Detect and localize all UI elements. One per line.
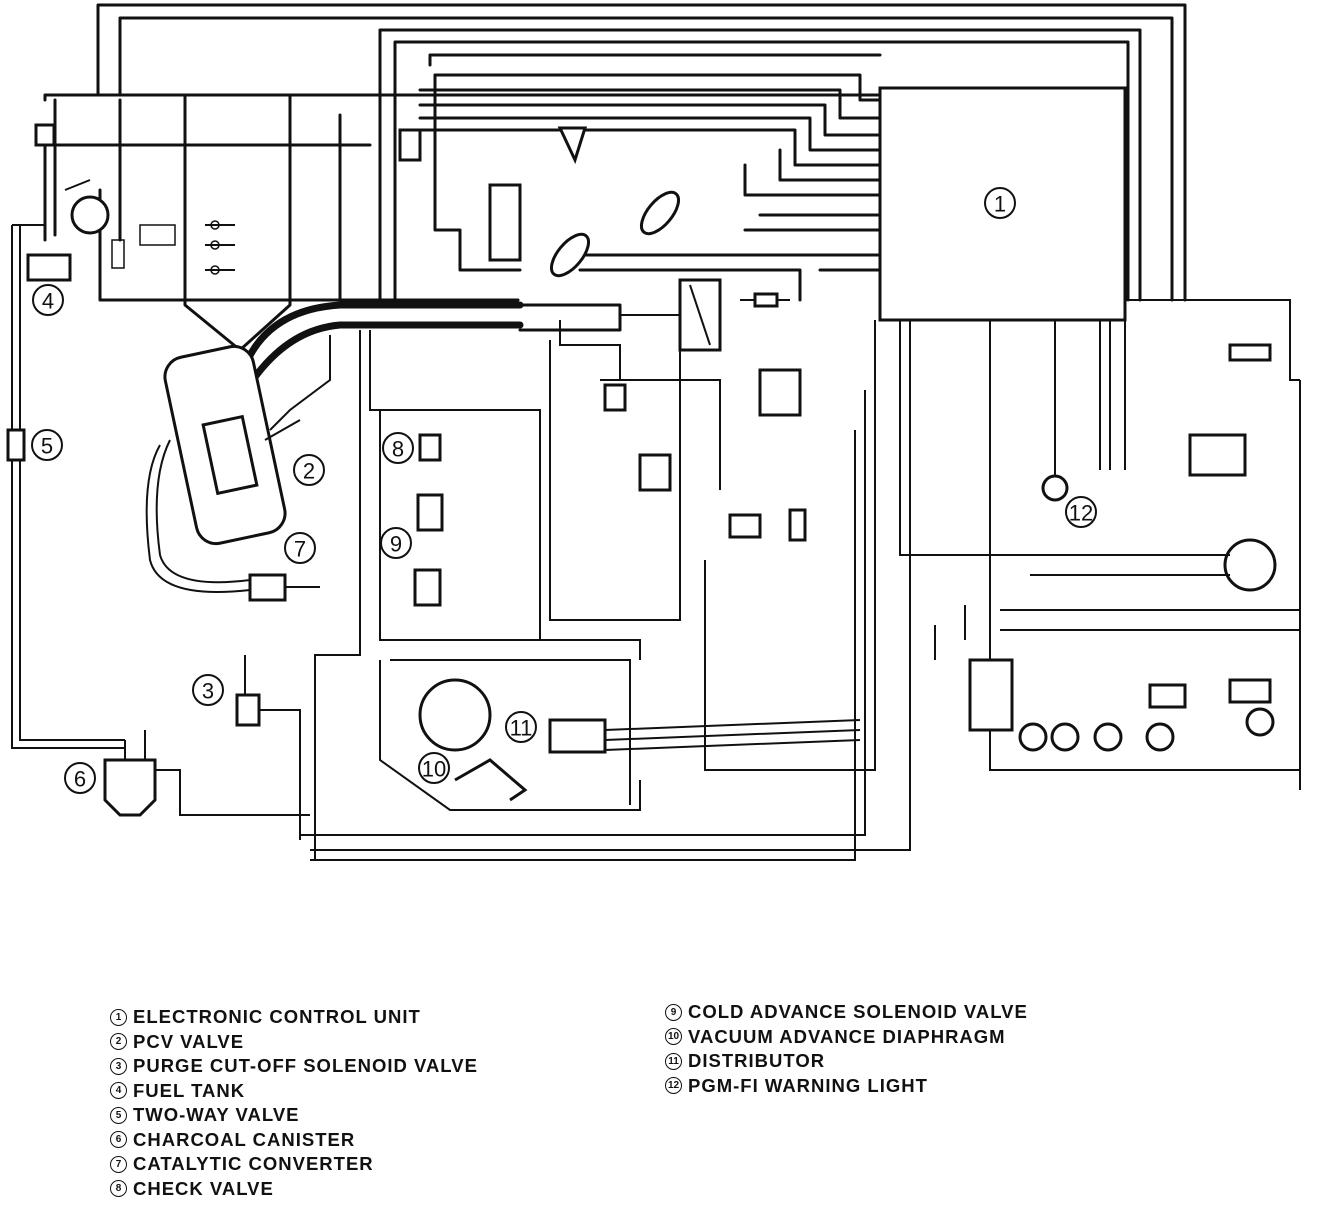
callout-10: 10 bbox=[418, 752, 450, 784]
svg-text:2: 2 bbox=[303, 459, 315, 484]
legend-label: CHECK VALVE bbox=[133, 1177, 274, 1199]
charcoal-canister bbox=[103, 730, 310, 817]
legend-label: CHARCOAL CANISTER bbox=[133, 1128, 356, 1150]
legend-label: PCV VALVE bbox=[133, 1030, 245, 1052]
legend-label: ELECTRONIC CONTROL UNIT bbox=[133, 1006, 421, 1027]
legend-item: 3 PURGE CUT-OFF SOLENOID VALVE bbox=[110, 1054, 478, 1079]
legend-item: 10 VACUUM ADVANCE DIAPHRAGM bbox=[665, 1025, 1028, 1050]
legend-label: PURGE CUT-OFF SOLENOID VALVE bbox=[133, 1055, 478, 1076]
callout-1: 1 bbox=[984, 187, 1016, 219]
svg-text:4: 4 bbox=[42, 289, 54, 314]
legend-number: 7 bbox=[110, 1155, 127, 1173]
callout-9: 9 bbox=[380, 527, 412, 559]
legend-item: 6 CHARCOAL CANISTER bbox=[110, 1128, 478, 1153]
intake-manifold bbox=[183, 93, 292, 352]
intake-duct bbox=[236, 278, 790, 404]
legend-number: 6 bbox=[110, 1131, 127, 1149]
legend-label: COLD ADVANCE SOLENOID VALVE bbox=[688, 1001, 1028, 1022]
legend-number: 5 bbox=[110, 1106, 127, 1124]
legend-item: 7 CATALYTIC CONVERTER bbox=[110, 1152, 478, 1177]
svg-text:10: 10 bbox=[422, 757, 446, 782]
legend-item: 8 CHECK VALVE bbox=[110, 1177, 478, 1202]
svg-text:3: 3 bbox=[202, 679, 214, 704]
legend-label: CATALYTIC CONVERTER bbox=[133, 1153, 374, 1174]
engine-block bbox=[145, 335, 331, 602]
legend-number: 11 bbox=[665, 1052, 682, 1070]
svg-text:7: 7 bbox=[294, 537, 306, 562]
callout-3: 3 bbox=[192, 674, 224, 706]
legend-item: 12 PGM-FI WARNING LIGHT bbox=[665, 1074, 1028, 1099]
throttle-sensors bbox=[549, 190, 681, 278]
svg-text:5: 5 bbox=[41, 434, 53, 459]
callout-8: 8 bbox=[382, 432, 414, 464]
legend-label: PGM-FI WARNING LIGHT bbox=[688, 1074, 928, 1096]
callout-6: 6 bbox=[64, 762, 96, 794]
electrical-circuit bbox=[300, 126, 1301, 861]
emission-control-schematic: 1 2 3 4 5 6 7 8 9 10 11 12 bbox=[6, 3, 1301, 861]
callout-7: 7 bbox=[284, 532, 316, 564]
fuel-tank-assembly bbox=[6, 123, 176, 749]
vacuum-lines bbox=[235, 320, 721, 860]
svg-text:6: 6 bbox=[74, 767, 86, 792]
distributor bbox=[418, 678, 861, 802]
wire-harness bbox=[43, 3, 1187, 302]
callout-2: 2 bbox=[293, 454, 325, 486]
svg-text:1: 1 bbox=[994, 192, 1006, 217]
callout-4: 4 bbox=[32, 284, 64, 316]
legend-label: TWO-WAY VALVE bbox=[133, 1104, 300, 1125]
legend-item: 2 PCV VALVE bbox=[110, 1030, 478, 1055]
legend-number: 10 bbox=[665, 1028, 682, 1046]
svg-text:11: 11 bbox=[510, 716, 533, 741]
legend-item: 1 ELECTRONIC CONTROL UNIT bbox=[110, 1005, 478, 1030]
legend-number: 3 bbox=[110, 1057, 127, 1075]
svg-text:9: 9 bbox=[390, 532, 402, 557]
legend-item: 5 TWO-WAY VALVE bbox=[110, 1103, 478, 1128]
legend-item: 4 FUEL TANK bbox=[110, 1079, 478, 1104]
legend-number: 8 bbox=[110, 1180, 127, 1198]
legend-number: 2 bbox=[110, 1033, 127, 1051]
legend-left: 1 ELECTRONIC CONTROL UNIT 2 PCV VALVE 3 PUR… bbox=[110, 1005, 478, 1201]
legend-number: 4 bbox=[110, 1082, 127, 1100]
legend-number: 1 bbox=[110, 1008, 127, 1026]
svg-text:8: 8 bbox=[392, 437, 404, 462]
svg-text:12: 12 bbox=[1069, 501, 1093, 526]
callout-11: 11 bbox=[505, 711, 537, 743]
callout-12: 12 bbox=[1065, 496, 1097, 528]
legend-label: VACUUM ADVANCE DIAPHRAGM bbox=[688, 1025, 1006, 1047]
legend-label: FUEL TANK bbox=[133, 1079, 246, 1101]
legend-item: 11 DISTRIBUTOR bbox=[665, 1049, 1028, 1074]
legend-number: 9 bbox=[665, 1003, 682, 1021]
legend-right: 9 COLD ADVANCE SOLENOID VALVE 10 VACUUM AD… bbox=[665, 1000, 1028, 1098]
legend-item: 9 COLD ADVANCE SOLENOID VALVE bbox=[665, 1000, 1028, 1025]
legend-number: 12 bbox=[665, 1077, 682, 1095]
callout-5: 5 bbox=[31, 429, 63, 461]
legend-label: DISTRIBUTOR bbox=[688, 1050, 826, 1071]
